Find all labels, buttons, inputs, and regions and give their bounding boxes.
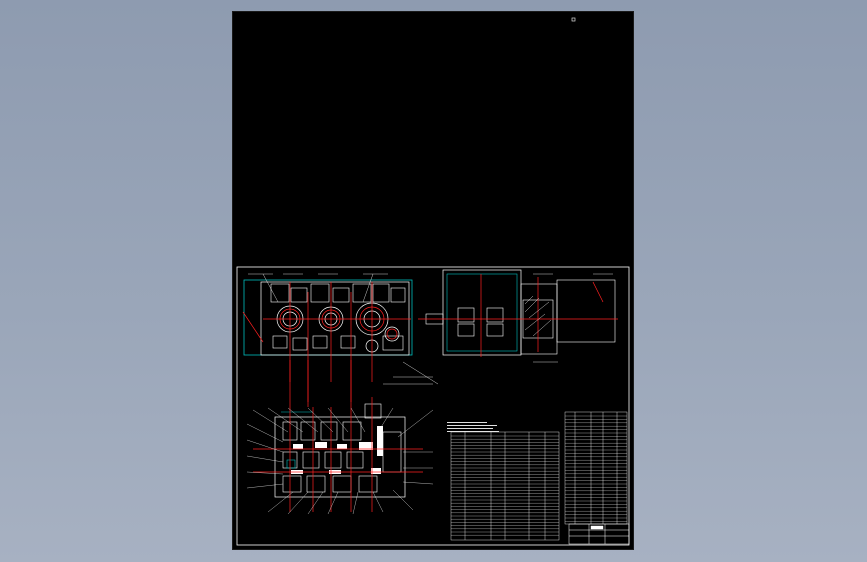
assembly-drawing xyxy=(236,17,630,546)
gearbox-section-view xyxy=(246,360,434,515)
table-rows xyxy=(565,415,627,522)
table-rows xyxy=(451,435,559,536)
gearbox-front-view xyxy=(242,273,439,402)
technical-notes xyxy=(447,422,499,432)
small-square-icon xyxy=(571,17,576,22)
drawing-sheet[interactable] xyxy=(232,11,634,550)
gearbox-side-view xyxy=(418,269,618,363)
parts-list-table-right xyxy=(564,411,628,525)
parts-list-table xyxy=(450,431,560,541)
title-block xyxy=(568,523,630,545)
drawing-frame xyxy=(236,266,630,546)
